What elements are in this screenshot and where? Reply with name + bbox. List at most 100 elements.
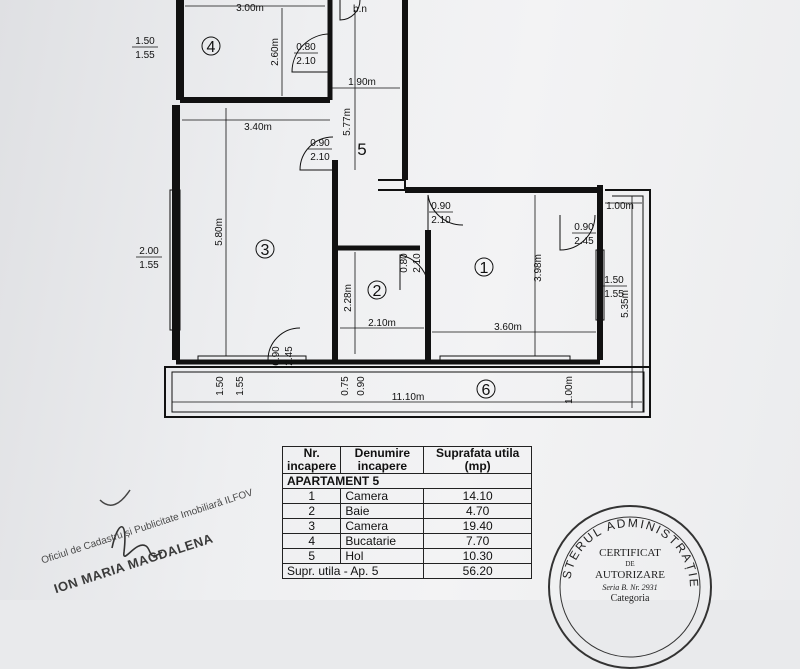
balcony-side-inner <box>612 195 644 412</box>
door-room4 <box>291 33 331 73</box>
door-bath-top: 0.80 <box>296 42 316 53</box>
door-hol-top: 0.90 <box>310 138 330 149</box>
room-number-2: 2 <box>373 283 382 300</box>
header-nr: Nr. incapere <box>281 446 342 474</box>
row-nr: 2 <box>281 503 342 519</box>
dim-100b: 1.00m <box>564 376 575 404</box>
surface-table: Nr. incapere Denumire incapere Suprafata… <box>281 446 532 579</box>
row-area: 10.30 <box>423 548 532 564</box>
dim-210: 2.10m <box>368 318 396 329</box>
signature-scribble <box>111 526 163 557</box>
cert-line-3: AUTORIZARE <box>594 569 666 581</box>
cert-line-1: CERTIFICAT <box>599 547 661 559</box>
row-area: 7.70 <box>423 533 532 549</box>
entry-door-label: b.n <box>353 4 367 15</box>
wall-hall-step <box>378 179 406 191</box>
opening-5-bottom: 0.90 <box>356 376 367 396</box>
door-balcon-bottom: 2.45 <box>284 346 295 366</box>
floor-plan: 4 3 2 1 6 5 3.00m 1.90m 3.40m 2.10m 3.60… <box>99 0 651 557</box>
opening-4-bottom: 1.55 <box>235 376 246 396</box>
door-balcon-top: 0.90 <box>271 346 282 366</box>
row-name: Camera <box>340 488 425 504</box>
door-room1-right <box>559 214 596 251</box>
opening-2-top: 2.00 <box>139 246 159 257</box>
apartment-row: APARTAMENT 5 <box>282 473 532 489</box>
dim-100a: 1.00m <box>606 201 634 212</box>
window-room1-bottom <box>439 355 571 365</box>
row-name: Baie <box>340 503 425 519</box>
door-camera1-top: 0.90 <box>431 201 451 212</box>
room-circle-2 <box>367 280 387 300</box>
cert-line-2: DE <box>625 560 635 568</box>
row-name: Bucatarie <box>340 533 425 549</box>
window-room1-right <box>595 249 605 321</box>
room-number-5: 5 <box>357 140 366 159</box>
dim-577: 5.77m <box>342 108 353 136</box>
room-circle-1 <box>474 257 494 277</box>
certificate-stamp: STERUL ADMINISTRAȚIEI CERTIFICAT DE AUTO… <box>548 505 712 669</box>
door-hol-bottom: 2.10 <box>310 152 330 163</box>
apartment-label: APARTAMENT 5 <box>282 473 532 489</box>
door-camera1-bottom: 2.10 <box>431 215 451 226</box>
table-row: 3 Camera 19.40 <box>281 518 532 534</box>
dim-228: 2.28m <box>343 284 354 312</box>
header-denumire: Denumire incapere <box>340 446 425 474</box>
balcony-side <box>605 189 651 417</box>
balcony-inner <box>171 371 645 413</box>
row-area: 4.70 <box>423 503 532 519</box>
dim-260: 2.60m <box>270 38 281 66</box>
dim-580: 5.80m <box>214 218 225 246</box>
window-room3 <box>169 189 181 331</box>
row-nr: 1 <box>281 488 342 504</box>
door-entry <box>339 0 361 21</box>
cert-ring: STERUL ADMINISTRAȚIEI <box>550 507 701 658</box>
dim-300: 3.00m <box>236 3 264 14</box>
room-number-4: 4 <box>207 39 216 56</box>
room-circle-3 <box>255 239 275 259</box>
row-nr: 3 <box>281 518 342 534</box>
dim-1110: 11.10m <box>392 392 425 403</box>
total-row: Supr. utila - Ap. 5 56.20 <box>281 563 532 579</box>
cert-line-4: Seria B. Nr. 2931 <box>602 583 658 592</box>
dim-340: 3.40m <box>244 122 272 133</box>
door-right-bottom: 2.45 <box>574 236 594 247</box>
row-name: Hol <box>340 548 425 564</box>
opening-5-top: 0.75 <box>340 376 351 396</box>
row-area: 14.10 <box>423 488 532 504</box>
row-name: Camera <box>340 518 425 534</box>
room-circle-6 <box>476 379 496 399</box>
table-row: 1 Camera 14.10 <box>281 488 532 504</box>
table-row: 5 Hol 10.30 <box>281 548 532 564</box>
room-number-3: 3 <box>261 242 270 259</box>
stamp-edge-mark <box>99 489 131 506</box>
door-room1 <box>427 194 464 230</box>
opening-3-bottom: 1.55 <box>604 289 624 300</box>
row-nr: 5 <box>281 548 342 564</box>
door-bath <box>399 254 429 290</box>
door-bucatarie-top: 0.80 <box>399 253 410 273</box>
opening-3-top: 1.50 <box>604 275 624 286</box>
total-value: 56.20 <box>423 563 532 579</box>
door-bucatarie-bottom: 2.10 <box>412 253 423 273</box>
dim-190: 1.90m <box>348 77 376 88</box>
door-right-top: 0.90 <box>574 222 594 233</box>
dim-360: 3.60m <box>494 322 522 333</box>
dim-398: 3.98m <box>533 254 544 282</box>
dim-535: 5.35m <box>620 290 631 318</box>
cert-line-5: Categoria <box>610 593 650 604</box>
table-row: 4 Bucatarie 7.70 <box>281 533 532 549</box>
row-area: 19.40 <box>423 518 532 534</box>
header-suprafata: Suprafata utila (mp) <box>423 446 532 474</box>
door-balcony <box>267 327 301 361</box>
opening-2-bottom: 1.55 <box>139 260 159 271</box>
window-room3-bottom <box>197 355 307 365</box>
room-number-1: 1 <box>480 260 489 277</box>
room-circle-4 <box>201 36 221 56</box>
opening-1-top: 1.50 <box>135 36 155 47</box>
opening-4-top: 1.50 <box>215 376 226 396</box>
door-bath-bottom: 2.10 <box>296 56 316 67</box>
opening-1-bottom: 1.55 <box>135 50 155 61</box>
table-header-row: Nr. incapere Denumire incapere Suprafata… <box>281 446 532 474</box>
table-row: 2 Baie 4.70 <box>281 503 532 519</box>
